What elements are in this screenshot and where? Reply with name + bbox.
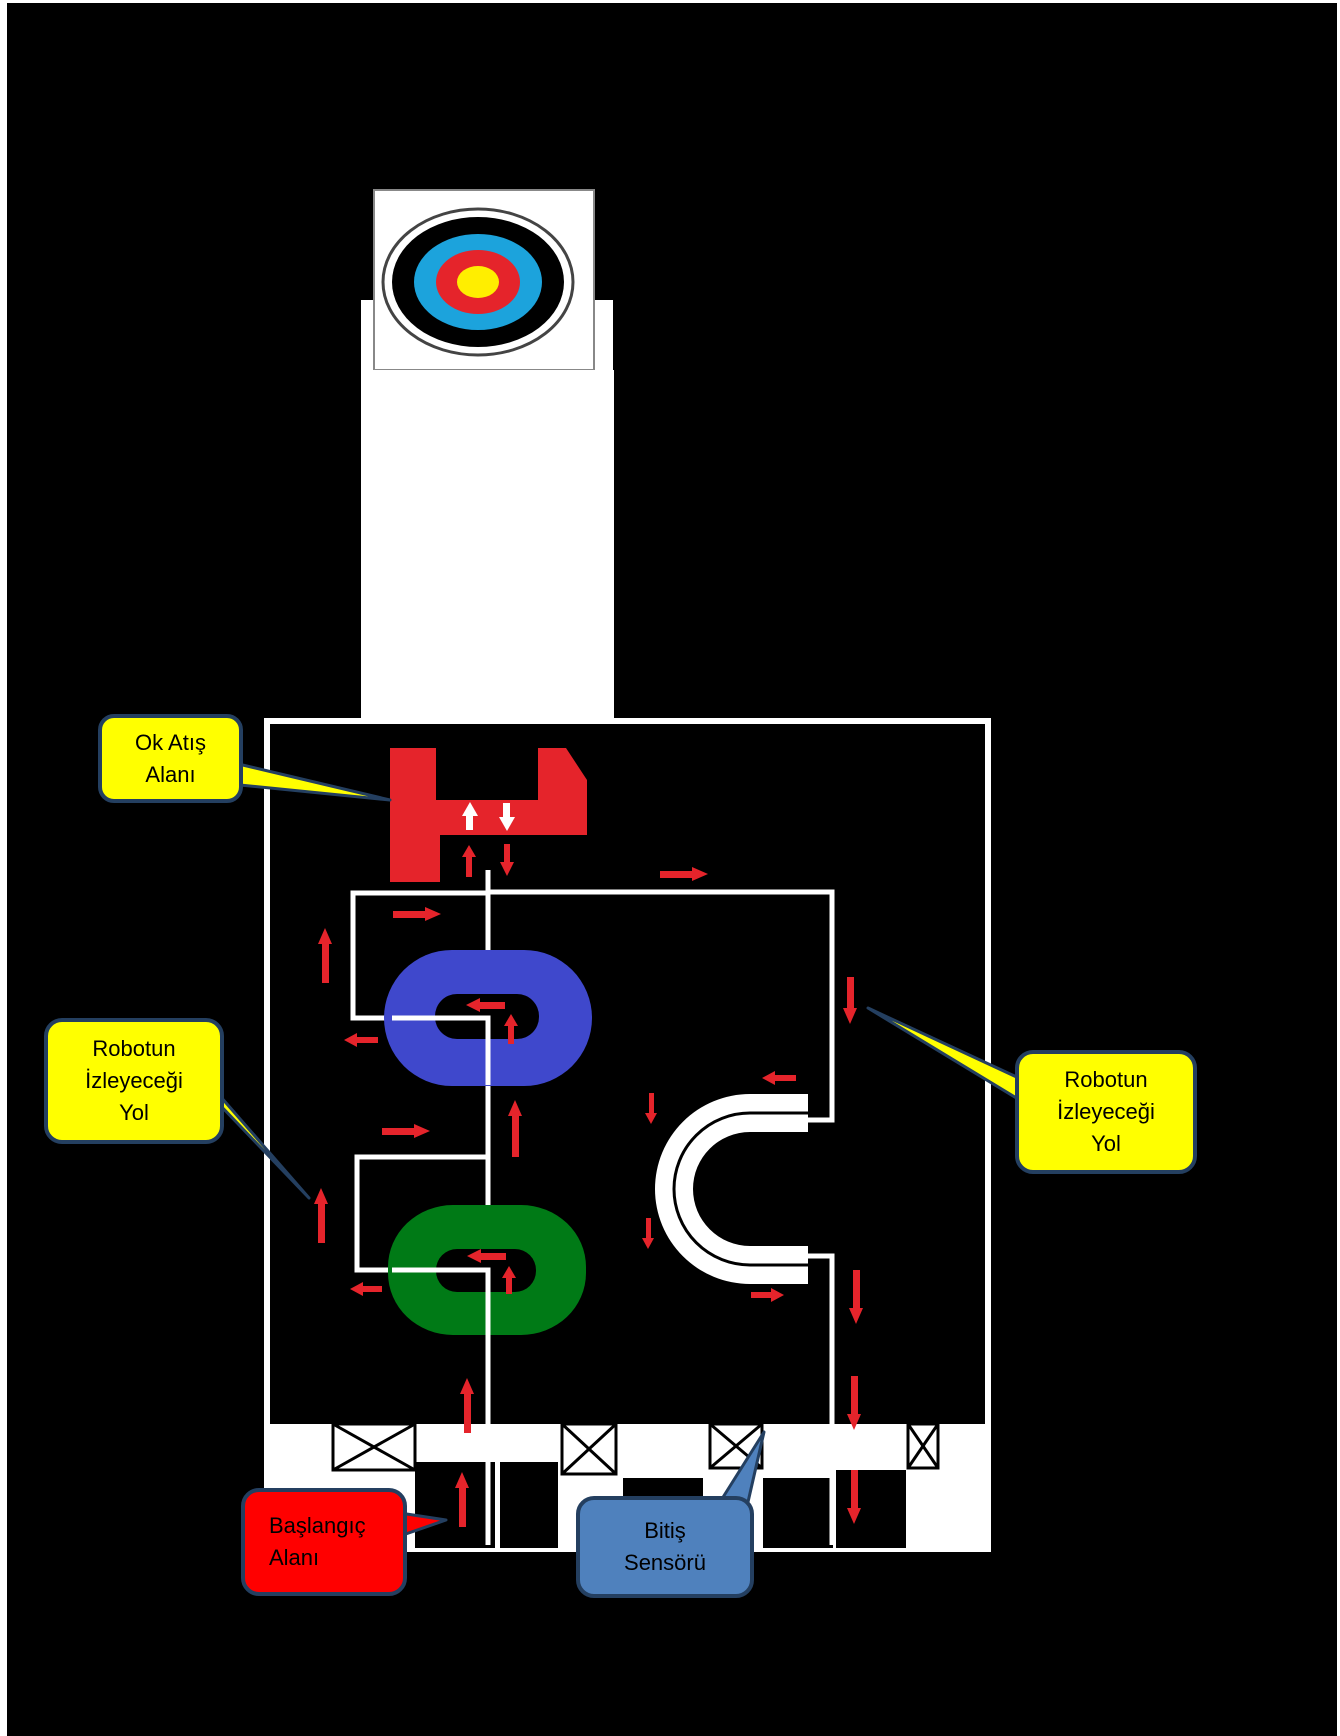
callout-robot-path-left: Robotun İzleyeceği Yol (85, 1036, 183, 1125)
archery-target-icon (361, 189, 613, 371)
ring-entry-lines (392, 1015, 491, 1336)
shooting-zone-arrows (462, 802, 515, 831)
callout-boxes (44, 714, 1197, 1598)
callout-finish-sensor: Bitiş Sensörü (624, 1518, 706, 1575)
approach-lane (361, 370, 614, 718)
callout-robot-path-right: Robotun İzleyeceği Yol (1057, 1067, 1155, 1156)
shooting-zone (390, 748, 587, 882)
u-obstacle (655, 1094, 808, 1284)
callout-start-area: Başlangıç Alanı (269, 1513, 366, 1570)
direction-arrow-icon (314, 844, 863, 1527)
finish-sensor-icon (331, 1422, 940, 1476)
callout-shooting-area: Ok Atış Alanı (135, 729, 206, 787)
